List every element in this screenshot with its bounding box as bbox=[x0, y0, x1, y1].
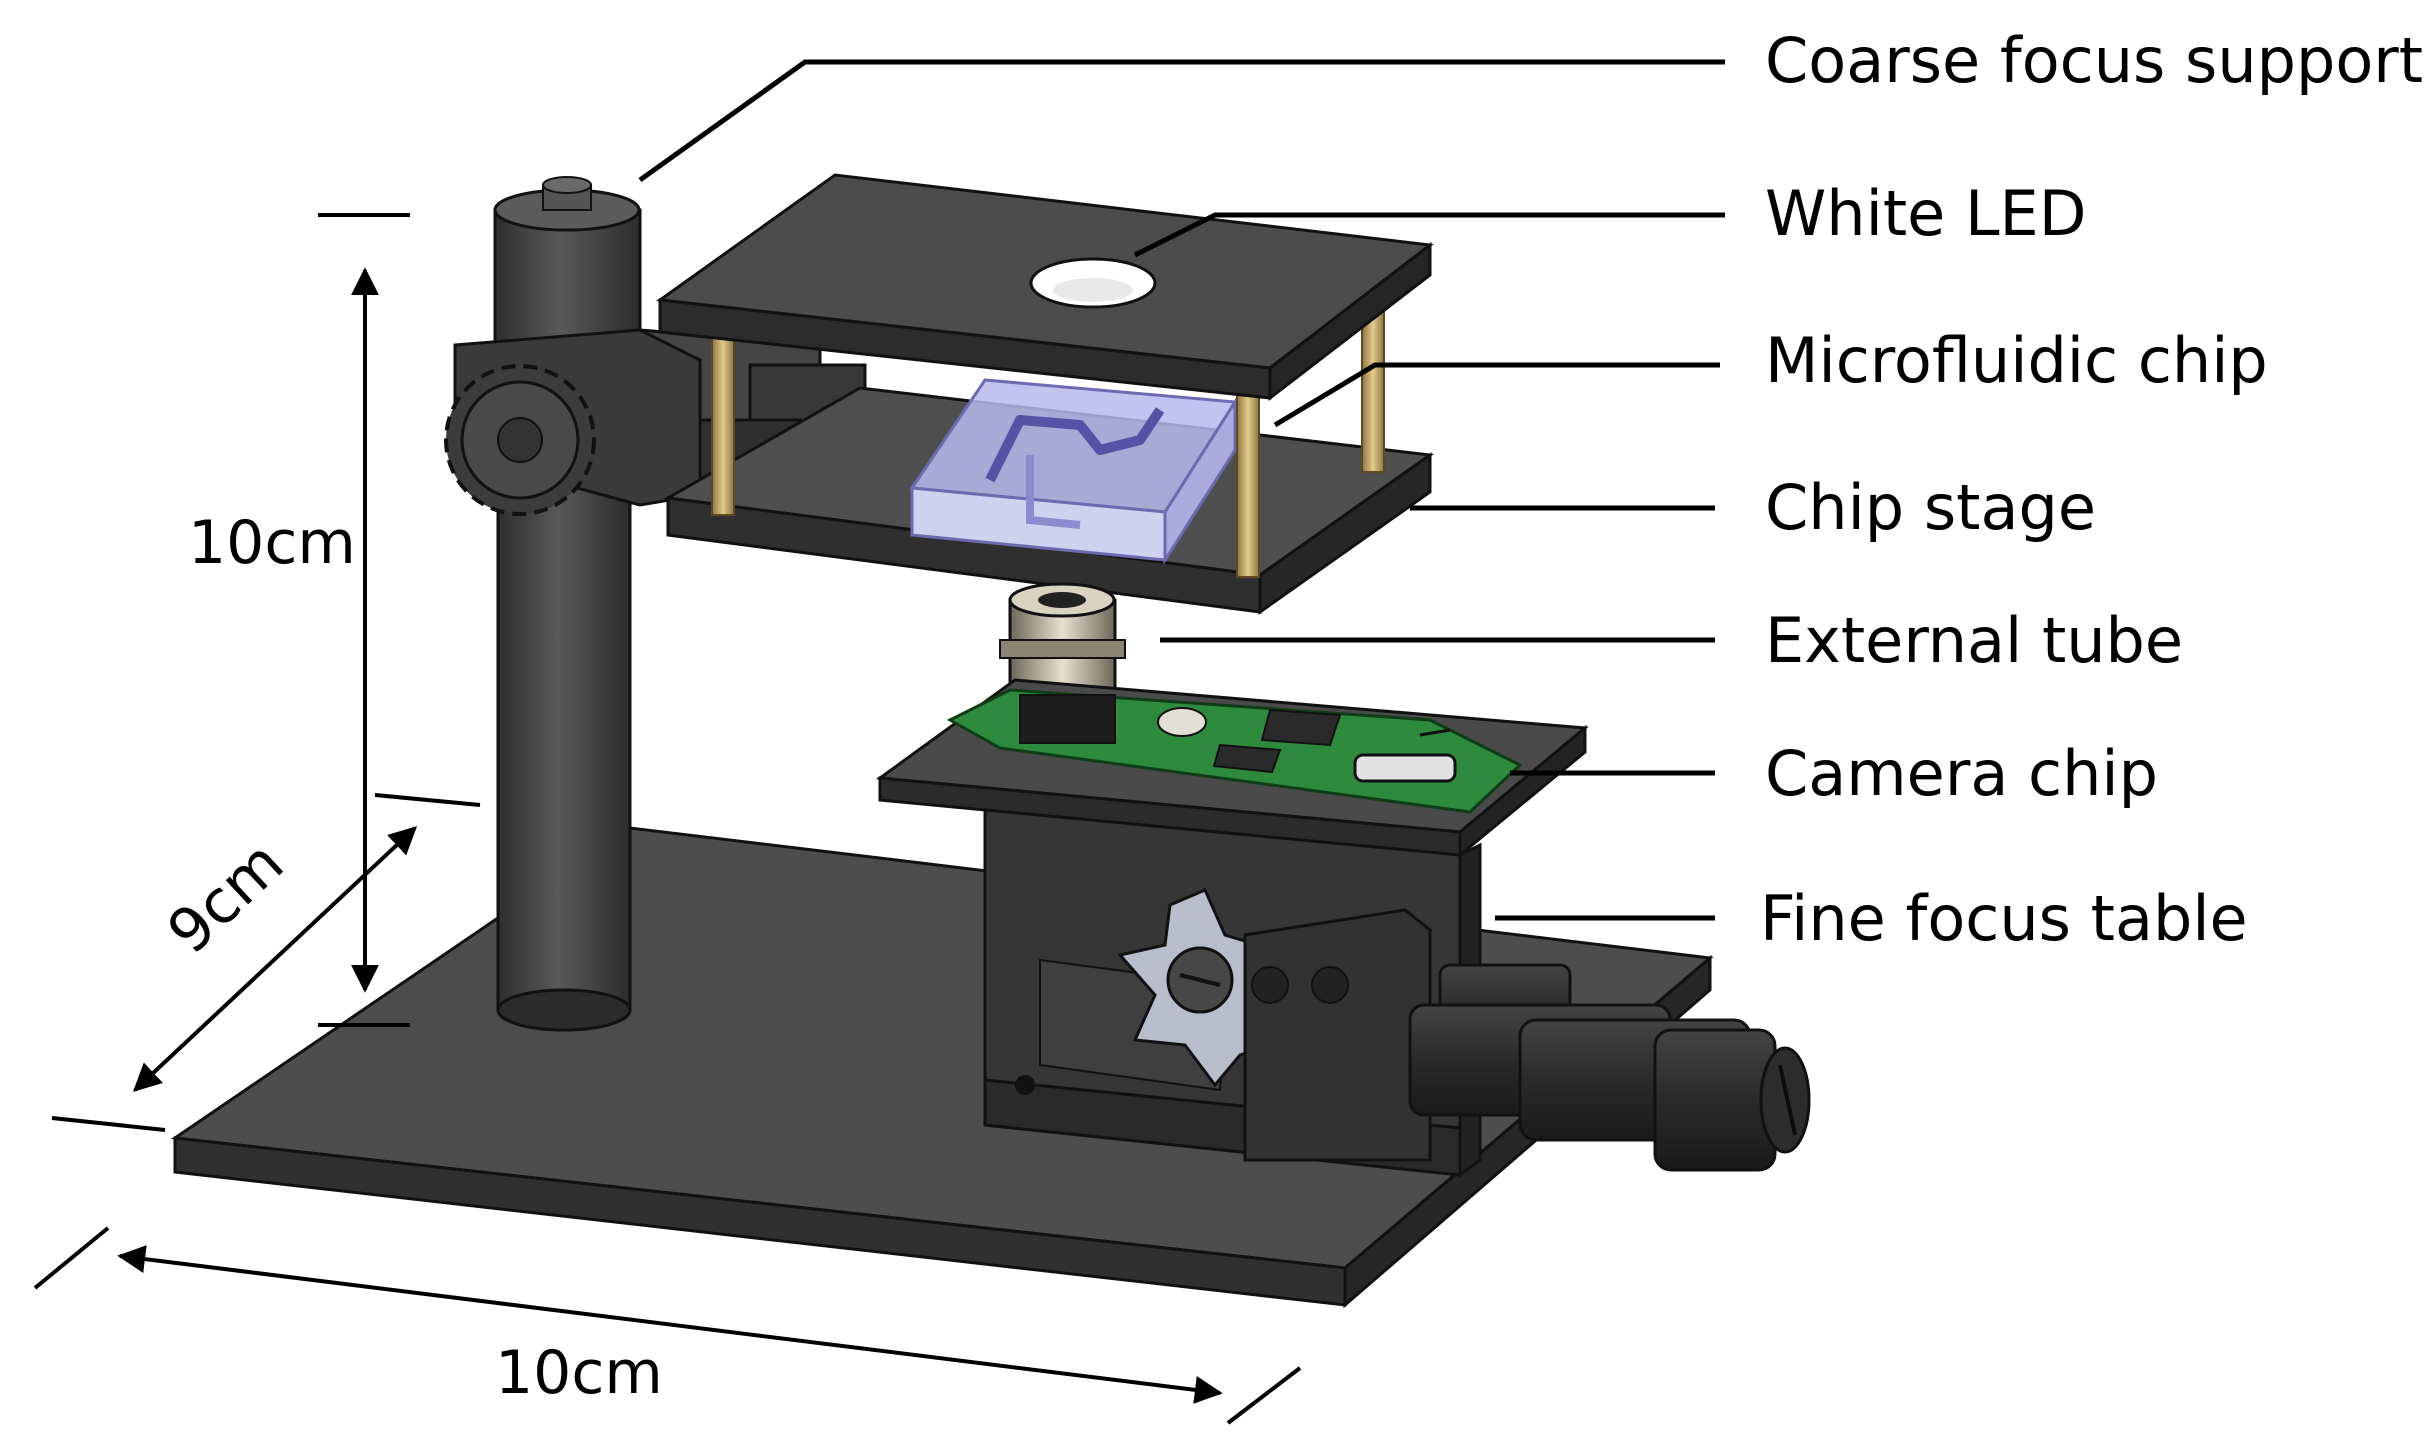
dim-depth-tick-top bbox=[374, 793, 481, 807]
dim-depth-tick-bottom bbox=[51, 1116, 166, 1132]
fine-focus-table bbox=[983, 803, 1482, 1178]
label-coarse-focus-support: Coarse focus support bbox=[1765, 24, 2424, 97]
label-fine-focus-table: Fine focus table bbox=[1760, 882, 2248, 955]
leader-lines bbox=[638, 59, 1725, 921]
label-camera-chip: Camera chip bbox=[1765, 737, 2158, 810]
leader-microfluidic-chip bbox=[1273, 362, 1720, 428]
support-rods bbox=[711, 311, 1385, 578]
microfluidic-chip bbox=[909, 378, 1238, 566]
dim-width-tick-right bbox=[1226, 1366, 1302, 1425]
dimension-lines bbox=[33, 213, 1302, 1425]
leader-coarse-focus-support bbox=[638, 59, 1725, 183]
label-chip-stage: Chip stage bbox=[1765, 471, 2096, 544]
camera-chip-pcb bbox=[946, 688, 1523, 814]
micrometer-barrel bbox=[1408, 963, 1811, 1172]
label-external-tube: External tube bbox=[1765, 604, 2184, 677]
dim-width-arrow bbox=[117, 1245, 1223, 1404]
label-white-led: White LED bbox=[1765, 177, 2087, 250]
dim-label-height: 10cm bbox=[188, 508, 356, 578]
led-plate bbox=[655, 173, 1434, 402]
coarse-focus-knob bbox=[444, 364, 596, 516]
label-microfluidic-chip: Microfluidic chip bbox=[1765, 324, 2268, 397]
leader-white-led bbox=[1133, 212, 1725, 258]
dim-width-tick-left bbox=[33, 1226, 110, 1290]
dim-depth-arrow bbox=[132, 826, 418, 1092]
dim-label-width: 10cm bbox=[495, 1338, 663, 1408]
